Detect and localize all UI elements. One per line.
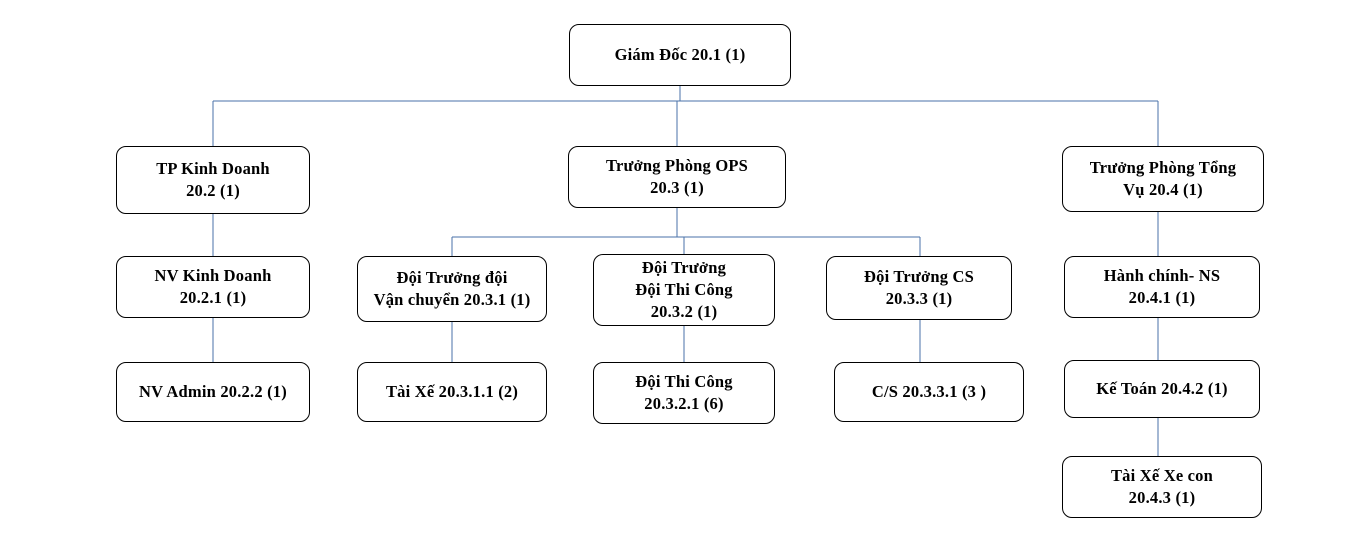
node-ke-toan[interactable]: Kế Toán 20.4.2 (1): [1064, 360, 1260, 418]
node-doi-truong-doi-thi-cong[interactable]: Đội Trưởng Đội Thi Công 20.3.2 (1): [593, 254, 775, 326]
node-label: Trưởng Phòng Tổng Vụ 20.4 (1): [1089, 158, 1237, 199]
node-doi-truong-cs[interactable]: Đội Trưởng CS 20.3.3 (1): [826, 256, 1012, 320]
node-label: TP Kinh Doanh 20.2 (1): [156, 159, 270, 200]
node-tai-xe-xe-con[interactable]: Tài Xế Xe con 20.4.3 (1): [1062, 456, 1262, 518]
node-label: NV Admin 20.2.2 (1): [139, 382, 287, 402]
node-label: NV Kinh Doanh 20.2.1 (1): [154, 266, 272, 307]
node-nv-kinh-doanh[interactable]: NV Kinh Doanh 20.2.1 (1): [116, 256, 310, 318]
node-tai-xe[interactable]: Tài Xế 20.3.1.1 (2): [357, 362, 547, 422]
node-label: Trưởng Phòng OPS 20.3 (1): [605, 156, 749, 197]
node-label: Đội Trưởng đội Vận chuyển 20.3.1 (1): [373, 268, 531, 309]
node-label: Tài Xế Xe con 20.4.3 (1): [1110, 466, 1214, 507]
node-label: C/S 20.3.3.1 (3 ): [871, 382, 987, 402]
node-label: Kế Toán 20.4.2 (1): [1096, 379, 1228, 399]
node-label: Đội Trưởng Đội Thi Công 20.3.2 (1): [635, 258, 733, 321]
node-label: Giám Đốc 20.1 (1): [614, 45, 746, 65]
node-truong-phong-ops[interactable]: Trưởng Phòng OPS 20.3 (1): [568, 146, 786, 208]
node-truong-phong-tong-vu[interactable]: Trưởng Phòng Tổng Vụ 20.4 (1): [1062, 146, 1264, 212]
node-label: Tài Xế 20.3.1.1 (2): [385, 382, 519, 402]
node-doi-truong-doi-van-chuyen[interactable]: Đội Trưởng đội Vận chuyển 20.3.1 (1): [357, 256, 547, 322]
node-label: Hành chính- NS 20.4.1 (1): [1103, 266, 1221, 307]
node-nv-admin[interactable]: NV Admin 20.2.2 (1): [116, 362, 310, 422]
node-hanh-chinh-ns[interactable]: Hành chính- NS 20.4.1 (1): [1064, 256, 1260, 318]
node-giam-doc[interactable]: Giám Đốc 20.1 (1): [569, 24, 791, 86]
node-label: Đội Thi Công 20.3.2.1 (6): [635, 372, 733, 413]
node-doi-thi-cong[interactable]: Đội Thi Công 20.3.2.1 (6): [593, 362, 775, 424]
node-cs-nhan-vien[interactable]: C/S 20.3.3.1 (3 ): [834, 362, 1024, 422]
node-label: Đội Trưởng CS 20.3.3 (1): [864, 267, 974, 308]
node-tp-kinh-doanh[interactable]: TP Kinh Doanh 20.2 (1): [116, 146, 310, 214]
